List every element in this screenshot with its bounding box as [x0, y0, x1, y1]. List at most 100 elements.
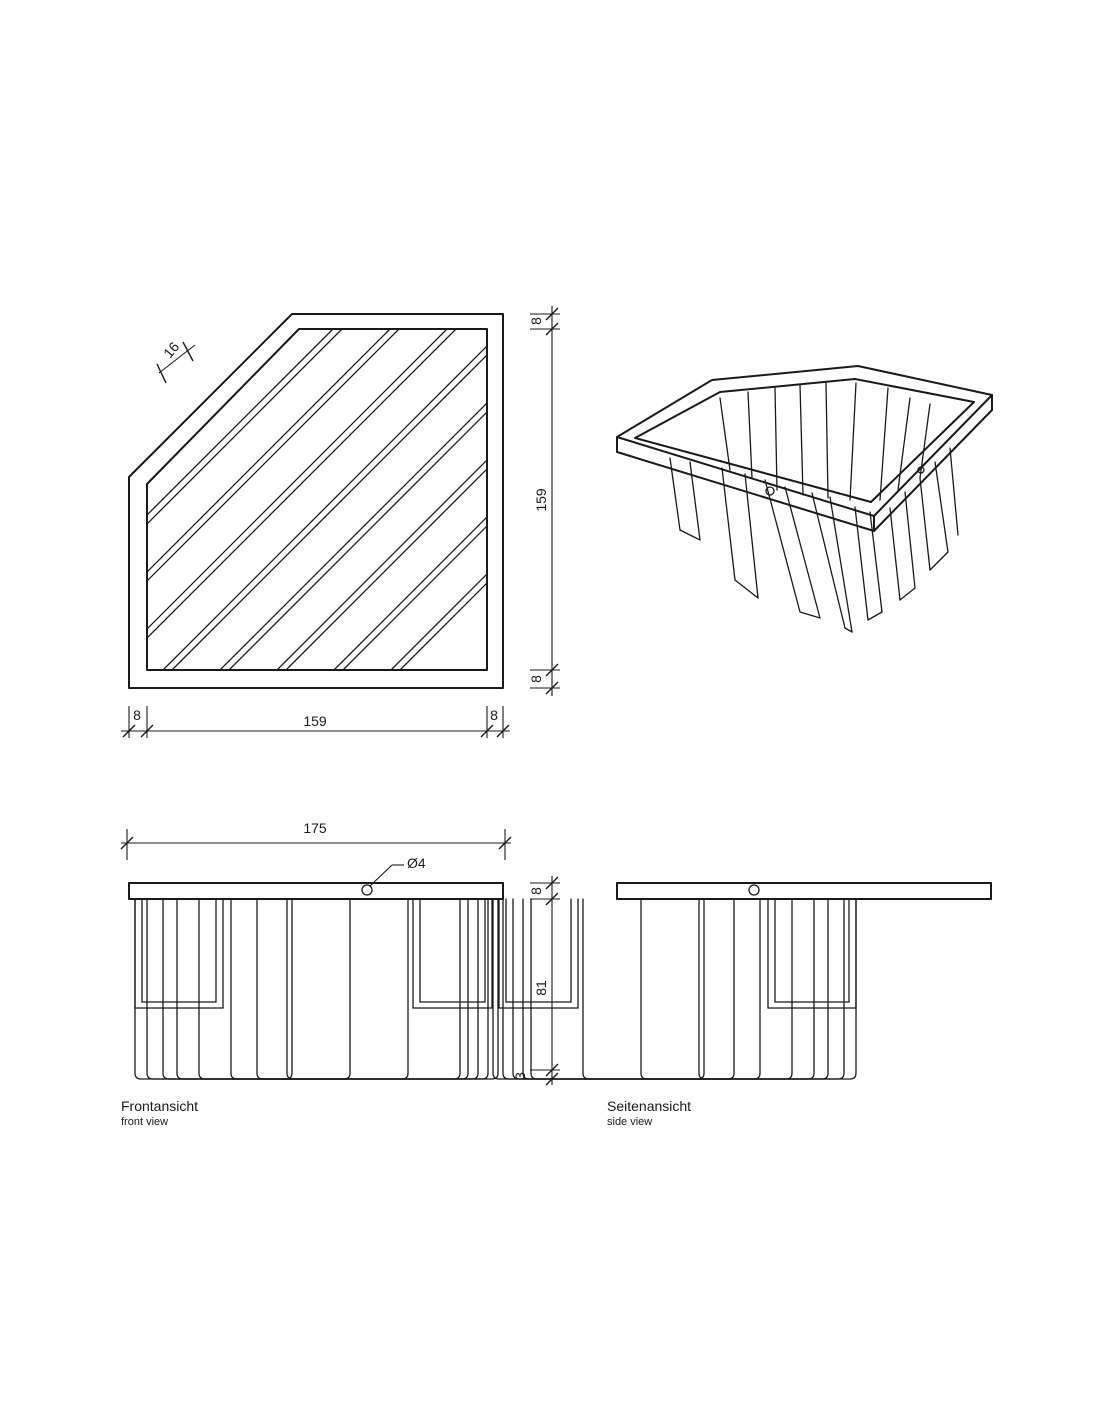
frame-bottom-label: 8	[528, 675, 544, 683]
iso-wire-loop-5	[867, 611, 883, 621]
diagonal-bar-3	[147, 329, 334, 670]
iso-rim-inner	[634, 378, 975, 503]
wire-loop-2	[502, 898, 845, 1080]
diagonal-bar-6	[171, 329, 487, 670]
diagonal-bar-2	[147, 329, 277, 670]
basket-height-label: 81	[533, 980, 549, 996]
iso-wire-16	[719, 397, 731, 471]
side-rim	[616, 882, 992, 900]
top-view-diagonal-bars	[147, 329, 487, 670]
wire-bracket-2	[498, 898, 579, 1009]
bar-pitch-dimension: 16	[156, 339, 196, 384]
iso-wire-8	[829, 496, 853, 633]
wire-bracket-inner-1	[774, 898, 850, 1003]
wire-loop-3	[162, 898, 479, 1080]
diagonal-bar-1	[147, 329, 229, 670]
diagonal-bar-7	[219, 329, 487, 670]
wire-loop-4	[522, 898, 815, 1080]
overall-width-dimension: 175	[120, 820, 512, 860]
front-view-wires	[134, 898, 499, 1080]
wire-bracket-inner-2	[419, 898, 486, 1003]
wire-bracket-inner-1	[141, 898, 217, 1003]
side-view-caption-de: Seitenansicht	[607, 1098, 692, 1114]
wire-loop-1	[134, 898, 499, 1080]
wire-bracket-1	[134, 898, 224, 1009]
diagonal-bar-9	[342, 329, 487, 670]
iso-wire-10	[869, 511, 883, 613]
frame-left-label: 8	[133, 707, 141, 723]
base-height-label: 3	[512, 1072, 528, 1080]
frame-top-label: 8	[528, 317, 544, 325]
iso-wire-1	[669, 457, 681, 531]
top-view: 16 8 159 8 8	[121, 306, 560, 738]
side-view	[492, 882, 992, 1080]
diagonal-bar-8	[285, 329, 487, 670]
iso-wire-loop-4	[844, 627, 853, 633]
iso-mounting-hole	[765, 486, 775, 496]
iso-wire-11	[889, 507, 901, 601]
iso-wire-loop-6	[899, 587, 916, 601]
front-mounting-hole	[361, 884, 373, 896]
iso-wire-17	[747, 391, 753, 479]
iso-wire-12	[904, 491, 916, 589]
iso-wire-9	[854, 506, 869, 621]
wire-loop-3	[512, 898, 829, 1080]
front-rim	[128, 882, 504, 900]
iso-wire-loop-2	[734, 579, 759, 599]
iso-wire-18	[774, 387, 778, 491]
iso-wire-14	[934, 461, 949, 553]
top-view-outer-frame	[128, 313, 504, 689]
hole-diameter-label: Ø4	[407, 855, 426, 871]
diagonal-bar-4	[147, 329, 391, 670]
inner-width-label: 159	[303, 713, 327, 729]
iso-wire-24	[919, 403, 931, 479]
diagonal-bar-8	[276, 329, 487, 670]
diagonal-bar-5	[147, 329, 457, 670]
diagonal-bar-9	[333, 329, 487, 670]
diagonal-bar-3	[147, 329, 343, 670]
iso-wire-7	[811, 492, 846, 629]
iso-wire-15	[949, 447, 959, 536]
side-mounting-hole	[748, 884, 760, 896]
iso-wire-loop-3	[799, 611, 821, 619]
wire-loop-4	[176, 898, 469, 1080]
overall-width-label: 175	[303, 820, 327, 836]
frame-right-label: 8	[490, 707, 498, 723]
top-view-inner-frame	[146, 328, 488, 671]
iso-wire-loop-7	[929, 551, 949, 571]
diagonal-bar-10	[390, 329, 487, 670]
diagonal-bar-2	[147, 329, 286, 670]
iso-wire-23	[897, 397, 911, 491]
iso-wire-13	[919, 477, 931, 571]
wire-loop-2	[146, 898, 489, 1080]
hole-diameter-callout: Ø4	[369, 855, 426, 887]
wire-loop-8	[697, 898, 706, 1080]
top-view-depth-dimension: 8 159 8	[528, 306, 560, 696]
iso-wire-5	[764, 479, 801, 613]
iso-rim-outer	[616, 365, 993, 517]
rim-height-label: 8	[528, 887, 544, 895]
wire-loop-7	[256, 898, 351, 1080]
diagonal-bar-1	[147, 329, 220, 670]
front-view-caption-en: front view	[121, 1116, 169, 1128]
iso-wire-3	[721, 467, 736, 581]
height-dimension: 8 81 3	[512, 876, 560, 1086]
wire-loop-5	[530, 898, 793, 1080]
iso-wire-20	[825, 382, 829, 499]
isometric-view	[616, 365, 993, 633]
bar-group	[147, 329, 487, 670]
wire-bracket-inner-2	[505, 898, 572, 1003]
diagonal-bar-5	[147, 329, 448, 670]
wire-bracket-1	[767, 898, 857, 1009]
wire-loop-5	[198, 898, 461, 1080]
iso-wire-21	[849, 382, 857, 501]
diagonal-bar-7	[228, 329, 487, 670]
inner-depth-label: 159	[533, 488, 549, 512]
front-view-caption-de: Frontansicht	[121, 1098, 199, 1114]
side-view-wires	[492, 898, 857, 1080]
wire-loop-8	[285, 898, 294, 1080]
iso-wire-22	[879, 387, 889, 501]
iso-wires	[669, 382, 959, 633]
front-view: 175 Ø4 8 81 3	[120, 820, 560, 1086]
